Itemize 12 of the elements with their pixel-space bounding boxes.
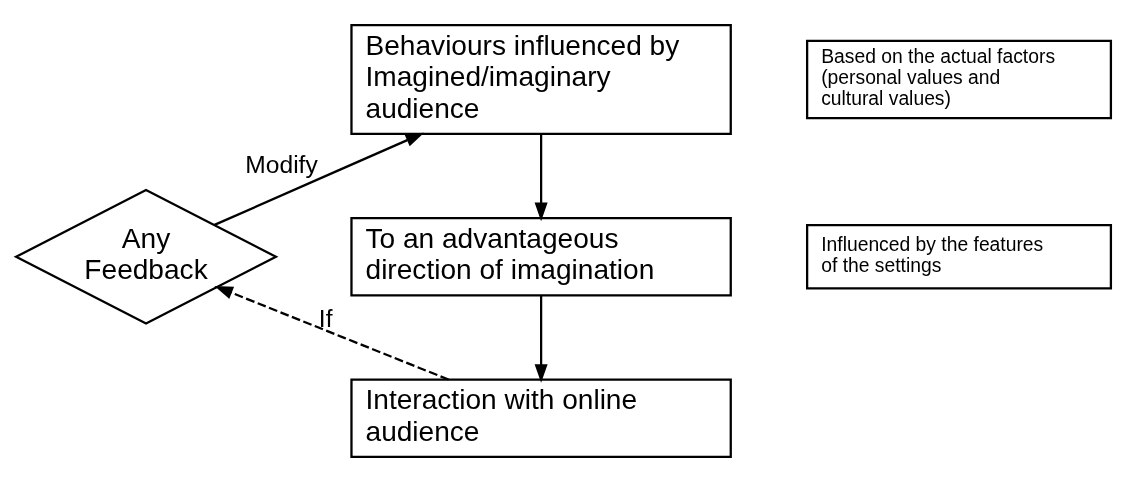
node-box: Behaviours influenced by Imagined/imaginary audience [350,23,732,136]
arrow [214,285,449,381]
node-diamond: Any Feedback [13,188,279,325]
edge-label: Modify [245,150,318,178]
node-box: Based on the actual factors (personal values and cultural values) [806,39,1113,120]
edge-label: If [318,304,333,332]
node-box: Interaction with online audience [350,378,732,459]
arrow [534,296,548,383]
arrow [534,134,548,222]
node-box: Influenced by the features of the settings [806,224,1113,290]
arrow [214,132,425,226]
node-box: To an advantageous direction of imagination [350,217,732,297]
